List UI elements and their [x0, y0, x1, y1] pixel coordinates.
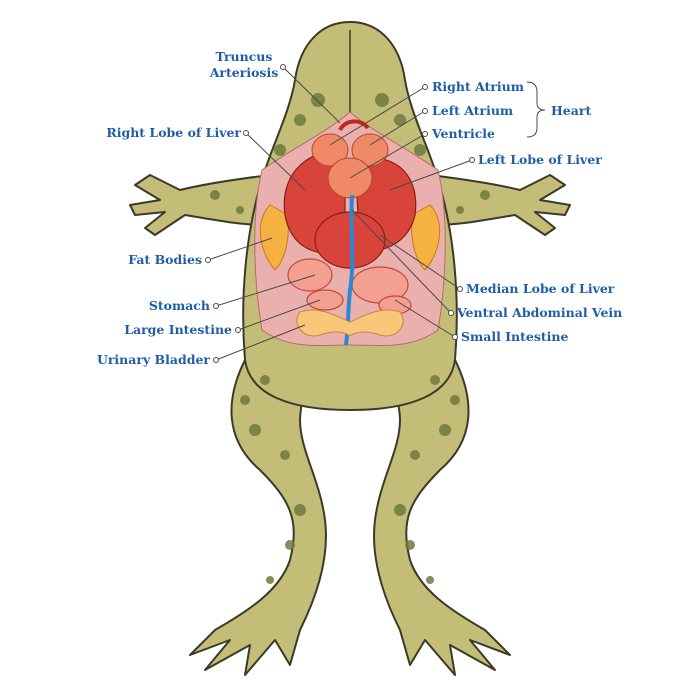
- label-right-atrium: Right Atrium: [432, 79, 524, 94]
- label-left-lobe-of-liver: Left Lobe of Liver: [478, 152, 602, 167]
- label-large-intestine: Large Intestine: [124, 322, 232, 337]
- left-hind-leg: [189, 359, 327, 676]
- label-urinary-bladder: Urinary Bladder: [97, 352, 210, 367]
- urinary-bladder: [296, 309, 404, 337]
- fat-bodies: [259, 204, 441, 271]
- label-right-lobe-of-liver: Right Lobe of Liver: [106, 125, 241, 140]
- label-small-intestine: Small Intestine: [461, 329, 569, 344]
- label-stomach: Stomach: [149, 298, 210, 313]
- label-ventral-abdominal-vein: Ventral Abdominal Vein: [456, 305, 622, 320]
- label-left-atrium: Left Atrium: [432, 103, 513, 118]
- right-front-leg: [429, 174, 571, 236]
- label-truncus-arteriosis-line1: Truncus: [216, 49, 273, 64]
- label-fat-bodies: Fat Bodies: [128, 252, 202, 267]
- left-front-leg: [129, 174, 271, 236]
- leader-lines: [205, 64, 546, 363]
- label-truncus-arteriosis-line2: Arteriosis: [209, 65, 279, 80]
- label-ventricle: Ventricle: [431, 126, 495, 141]
- right-hind-leg: [373, 359, 511, 676]
- label-heart: Heart: [551, 103, 591, 118]
- label-median-lobe-of-liver: Median Lobe of Liver: [466, 281, 615, 296]
- heart-brace: [526, 81, 546, 138]
